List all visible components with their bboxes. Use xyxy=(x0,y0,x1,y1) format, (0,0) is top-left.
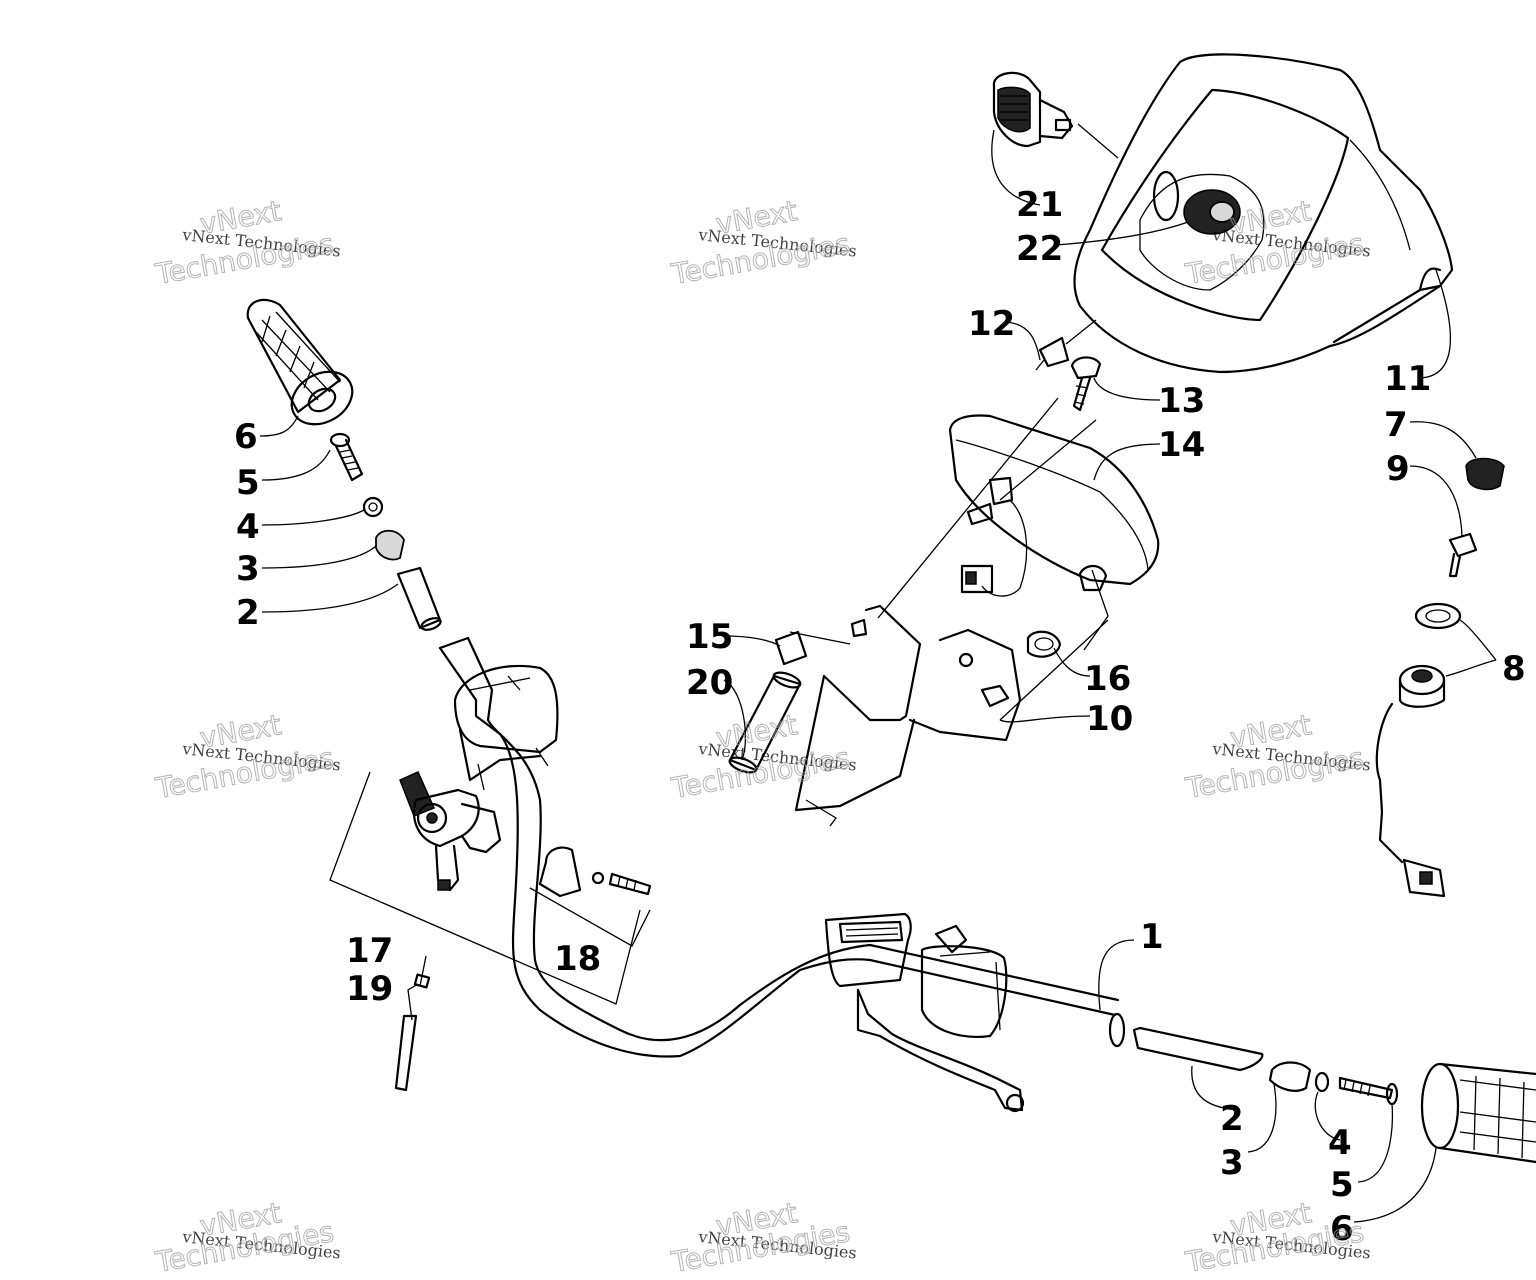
callout-16: 16 xyxy=(1084,659,1131,699)
left-end-hardware xyxy=(329,432,442,631)
watermark: vNext vNext Technologies Technologies xyxy=(668,1196,858,1280)
callout-22: 22 xyxy=(1016,229,1063,269)
callout-13: 13 xyxy=(1158,381,1205,421)
ignition-switch xyxy=(1375,664,1446,898)
callout-5-right: 5 xyxy=(1330,1165,1354,1205)
callout-15: 15 xyxy=(686,617,733,657)
callout-12: 12 xyxy=(968,304,1015,344)
callout-14: 14 xyxy=(1158,425,1205,465)
throttle-wire xyxy=(394,973,431,1092)
callout-7: 7 xyxy=(1384,405,1408,445)
watermark: vNext vNext Technologies Technologies xyxy=(668,708,858,806)
left-switch-housing xyxy=(453,664,559,791)
spacer-tube xyxy=(728,671,802,774)
callout-3-right: 3 xyxy=(1220,1143,1244,1183)
throttle-assembly xyxy=(399,771,502,892)
handlebar xyxy=(438,636,1126,1058)
clamp-bracket xyxy=(538,846,652,898)
callout-11: 11 xyxy=(1384,359,1431,399)
watermark: vNext vNext Technologies Technologies xyxy=(1182,708,1372,806)
power-socket xyxy=(992,71,1074,148)
watermark: vNext vNext Technologies Technologies xyxy=(152,194,342,292)
callout-5-left: 5 xyxy=(236,463,260,503)
grommets xyxy=(774,630,1062,666)
callout-6-right: 6 xyxy=(1330,1209,1354,1249)
ignition-key-parts xyxy=(1414,457,1505,630)
callout-21: 21 xyxy=(1016,185,1063,225)
callout-18: 18 xyxy=(554,939,601,979)
callout-9: 9 xyxy=(1386,449,1410,489)
leader-lines xyxy=(259,123,1497,1223)
callout-19: 19 xyxy=(346,969,393,1009)
callout-labels: 1 2 3 4 5 6 2 3 4 5 6 7 8 9 10 11 12 13 … xyxy=(234,185,1526,1249)
right-brake-assembly xyxy=(824,912,1025,1113)
callout-3-left: 3 xyxy=(236,549,260,589)
callout-8: 8 xyxy=(1502,649,1526,689)
right-end-hardware xyxy=(1132,1026,1399,1106)
callout-1: 1 xyxy=(1140,917,1164,957)
callout-20: 20 xyxy=(686,663,733,703)
callout-2-right: 2 xyxy=(1220,1099,1244,1139)
callout-17: 17 xyxy=(346,931,393,971)
watermark: vNext vNext Technologies Technologies xyxy=(152,1196,342,1280)
headlight-pod-housing xyxy=(1073,53,1454,374)
watermark: vNext vNext Technologies Technologies xyxy=(668,194,858,292)
mounting-bracket xyxy=(794,604,1022,827)
callout-4-left: 4 xyxy=(236,507,260,547)
left-grip xyxy=(246,298,354,426)
watermark: vNext vNext Technologies Technologies xyxy=(152,708,342,806)
watermarks: vNext vNext Technologies Technologies vN… xyxy=(152,194,1372,1280)
callout-4-right: 4 xyxy=(1328,1123,1352,1163)
instrument-cluster xyxy=(948,414,1160,597)
pod-fasteners xyxy=(1035,336,1102,412)
callout-2-left: 2 xyxy=(236,593,260,633)
callout-6-left: 6 xyxy=(234,417,258,457)
right-grip xyxy=(1420,1062,1536,1164)
callout-10: 10 xyxy=(1086,699,1133,739)
